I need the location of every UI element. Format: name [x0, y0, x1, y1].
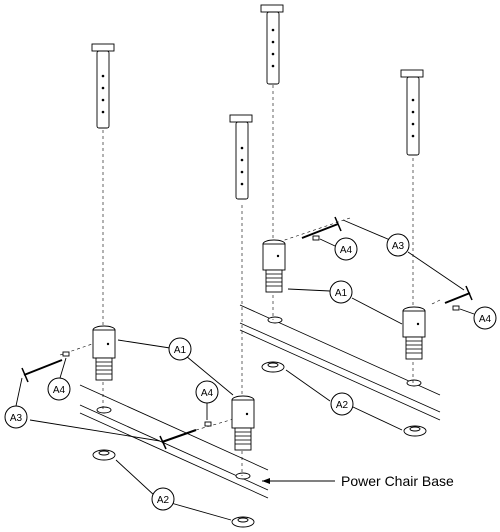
receiver-front-left — [92, 325, 116, 381]
nut-front-top — [92, 449, 116, 461]
callout-a3-back: A3 — [386, 233, 410, 257]
seat-post-front-left — [91, 43, 115, 129]
svg-text:A2: A2 — [157, 495, 170, 506]
seat-post-front-right — [229, 114, 253, 200]
callout-a4-front-right: A4 — [195, 380, 219, 404]
pin-back-right — [444, 285, 473, 304]
pin-front-right — [159, 429, 197, 450]
nut-back-bottom — [403, 425, 427, 437]
nut-back-top — [261, 361, 285, 373]
screw-front-left — [62, 351, 70, 357]
svg-text:A4: A4 — [53, 385, 66, 396]
receiver-front-right — [231, 395, 255, 451]
receiver-back-left — [262, 239, 286, 293]
svg-text:A4: A4 — [201, 388, 214, 399]
callout-a4-back-right: A4 — [473, 306, 497, 330]
callout-a1-front: A1 — [168, 337, 192, 361]
leader-lines — [15, 219, 475, 521]
svg-text:A3: A3 — [10, 413, 23, 424]
base-label: Power Chair Base — [341, 473, 454, 489]
svg-text:A4: A4 — [479, 314, 492, 325]
nut-front-bottom — [231, 516, 255, 528]
screw-back-left — [312, 235, 320, 241]
callout-a2-back: A2 — [330, 392, 354, 416]
callout-a4-front-left: A4 — [47, 377, 71, 401]
pin-back-left — [301, 216, 342, 239]
svg-text:A4: A4 — [340, 245, 353, 256]
callout-a4-back-left: A4 — [334, 237, 358, 261]
svg-text:A1: A1 — [335, 288, 348, 299]
seat-post-back-right — [400, 69, 424, 156]
callout-a3-front: A3 — [4, 405, 28, 429]
svg-text:A2: A2 — [336, 400, 349, 411]
svg-text:A3: A3 — [392, 241, 405, 252]
svg-text:A1: A1 — [174, 345, 187, 356]
callout-a2-front: A2 — [151, 487, 175, 511]
power-chair-base — [79, 304, 441, 499]
receiver-back-right — [402, 306, 426, 360]
seat-post-back-left — [260, 4, 284, 85]
screw-back-right — [452, 305, 460, 311]
screw-front-right — [204, 421, 212, 427]
pin-front-left — [21, 359, 63, 383]
callout-a1-back: A1 — [329, 280, 353, 304]
